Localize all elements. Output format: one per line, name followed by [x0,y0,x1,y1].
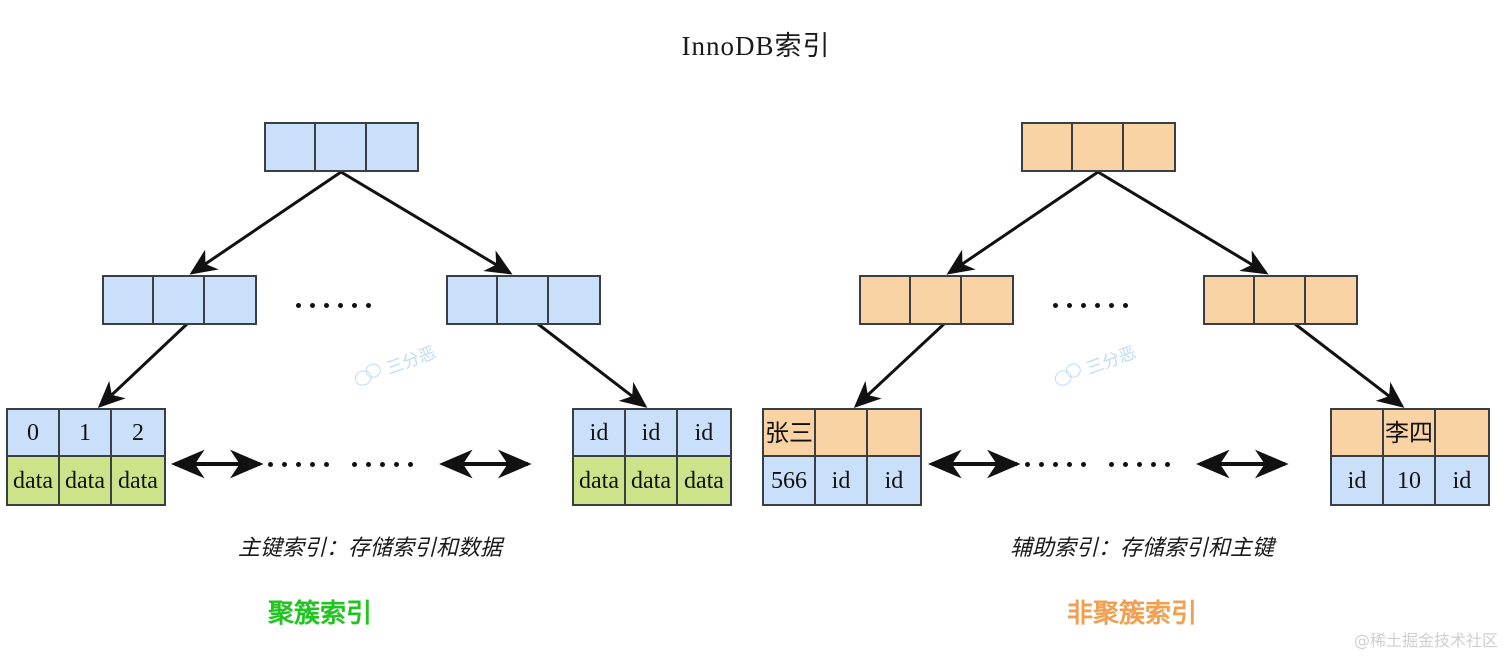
right-internal-1-cell-1 [911,277,962,323]
left-internal-1-cell-2 [204,277,255,323]
left-root-cell-1 [316,124,367,170]
left-leaf-node-2: id id id data data data [572,408,732,506]
chat-bubbles-icon [1052,361,1086,388]
right-internal-node-2 [1203,275,1358,325]
right-legend: 非聚簇索引 [1066,599,1197,629]
left-internal-1-cell-0 [104,277,155,323]
left-internal-2-cell-2 [548,277,599,323]
left-internal-2-cell-0 [448,277,499,323]
left-root-cell-2 [366,124,417,170]
right-leaf-1-key-2 [867,410,920,455]
left-leaf-2-key-2: id [677,410,730,455]
left-internal-1-cell-1 [154,277,205,323]
watermark-left: 三分恶 [350,338,439,391]
page-title: InnoDB索引 [681,31,831,61]
right-internal-ellipsis [1053,303,1128,308]
left-internal-2-cell-1 [498,277,549,323]
left-leaf-1-val-2: data [111,457,164,504]
right-internal-1-cell-0 [861,277,912,323]
left-root-cell-0 [266,124,317,170]
left-leaf-ellipsis-1 [268,462,329,467]
left-leaf-node-1: 0 1 2 data data data [6,408,166,506]
left-leaf-ellipsis-2 [352,462,413,467]
watermark-right-text: 三分恶 [1083,342,1139,380]
right-leaf-2-key-0 [1332,410,1384,455]
right-leaf-ellipsis-1 [1025,462,1086,467]
right-leaf-1-val-1: id [816,457,868,504]
right-leaf-1-val-0: 566 [764,457,816,504]
right-root-cell-2 [1123,124,1174,170]
left-leaf-1-val-1: data [60,457,112,504]
right-root-cell-1 [1073,124,1124,170]
left-leaf-1-key-1: 1 [60,410,112,455]
right-leaf-1-key-0: 张三 [764,410,816,455]
right-leaf-ellipsis-2 [1109,462,1170,467]
right-internal-2-cell-1 [1255,277,1306,323]
left-leaf-1-key-0: 0 [8,410,60,455]
right-internal-1-cell-2 [961,277,1012,323]
left-root-node [264,122,419,172]
right-leaf-2-val-2: id [1435,457,1488,504]
left-leaf-1-val-0: data [8,457,60,504]
left-leaf-2-val-0: data [574,457,626,504]
right-leaf-node-1: 张三 566 id id [762,408,922,506]
left-leaf-2-key-0: id [574,410,626,455]
right-leaf-1-val-2: id [867,457,920,504]
left-leaf-2-key-1: id [626,410,678,455]
watermark-right: 三分恶 [1050,338,1139,391]
left-internal-node-1 [102,275,257,325]
watermark-corner: @稀土掘金技术社区 [1353,631,1498,650]
left-leaf-2-val-2: data [677,457,730,504]
right-internal-node-1 [859,275,1014,325]
left-leaf-1-key-2: 2 [111,410,164,455]
right-root-cell-0 [1023,124,1074,170]
watermark-left-text: 三分恶 [383,342,439,380]
left-leaf-2-val-1: data [626,457,678,504]
chat-bubbles-icon [352,361,386,388]
right-caption: 辅助索引：存储索引和主键 [1009,535,1274,560]
right-leaf-1-key-1 [816,410,868,455]
right-leaf-2-key-1: 李四 [1384,410,1436,455]
right-leaf-2-key-2 [1435,410,1488,455]
right-leaf-2-val-0: id [1332,457,1384,504]
right-internal-2-cell-0 [1205,277,1256,323]
left-caption: 主键索引：存储索引和数据 [237,535,502,560]
left-internal-node-2 [446,275,601,325]
left-legend: 聚簇索引 [267,599,372,629]
right-root-node [1021,122,1176,172]
right-internal-2-cell-2 [1305,277,1356,323]
left-internal-ellipsis [296,303,371,308]
right-leaf-2-val-1: 10 [1384,457,1436,504]
right-leaf-node-2: 李四 id 10 id [1330,408,1490,506]
